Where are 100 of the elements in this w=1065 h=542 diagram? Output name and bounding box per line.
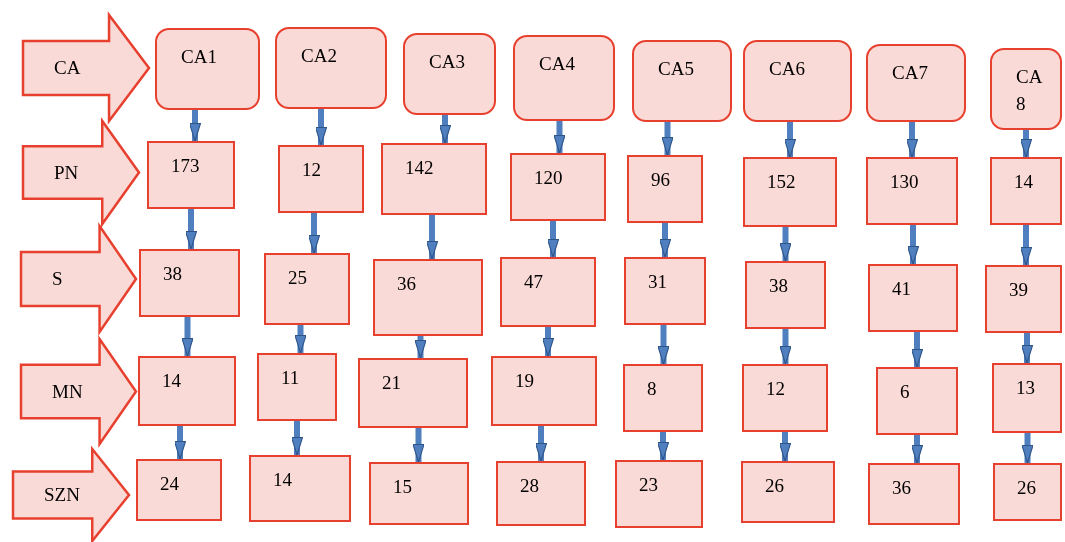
value-label: 173	[171, 154, 200, 178]
category-label: CA 8	[1016, 65, 1043, 116]
down-arrow	[1021, 433, 1034, 464]
value-label: 152	[767, 170, 796, 194]
down-arrow	[1019, 225, 1033, 266]
down-arrow	[778, 432, 792, 462]
value-box	[868, 264, 958, 332]
value-label: 25	[288, 266, 307, 290]
value-label: 96	[651, 168, 670, 192]
down-arrow	[314, 109, 328, 146]
value-label: 23	[639, 473, 658, 497]
down-arrow	[188, 110, 202, 142]
value-label: 36	[892, 476, 911, 500]
down-arrow	[657, 325, 670, 365]
value-box	[278, 145, 364, 213]
down-arrow	[1020, 333, 1034, 364]
value-label: 19	[515, 369, 534, 393]
value-label: 38	[769, 274, 788, 298]
value-label: 14	[162, 369, 181, 393]
value-box	[985, 265, 1062, 333]
value-box	[500, 257, 596, 327]
down-arrow	[425, 215, 439, 260]
down-arrow	[181, 317, 194, 357]
category-label: CA5	[658, 57, 694, 81]
down-arrow	[783, 122, 797, 158]
value-box	[624, 257, 706, 325]
row-label: MN	[52, 380, 83, 403]
block-arrow-shape	[20, 225, 137, 333]
value-box	[369, 462, 469, 525]
down-arrow	[658, 223, 672, 258]
value-label: 8	[647, 377, 657, 401]
value-label: 142	[405, 156, 434, 180]
value-label: 36	[397, 272, 416, 296]
down-arrow	[184, 209, 198, 250]
rounded-box	[155, 28, 260, 110]
category-label: CA4	[539, 52, 575, 76]
down-arrow	[534, 426, 548, 462]
value-box	[990, 157, 1062, 225]
value-label: 38	[163, 262, 182, 286]
value-label: 24	[160, 472, 179, 496]
rounded-box	[632, 40, 732, 122]
value-box	[741, 461, 835, 523]
value-box	[138, 356, 236, 426]
value-label: 28	[520, 474, 539, 498]
down-arrow	[656, 432, 670, 461]
block-arrow-shape	[22, 120, 140, 225]
block-arrow-shape	[12, 448, 130, 542]
value-box	[358, 358, 468, 428]
value-box	[992, 363, 1062, 433]
rounded-box	[990, 48, 1062, 130]
category-label: CA1	[181, 45, 217, 69]
category-label: CA2	[301, 44, 337, 68]
row-label: SZN	[44, 484, 80, 506]
block-arrow-shape	[22, 14, 150, 122]
value-label: 120	[534, 166, 563, 190]
block-arrow-shape	[20, 338, 137, 445]
value-label: 14	[1014, 170, 1033, 194]
value-box	[615, 460, 703, 528]
value-label: 26	[1017, 476, 1036, 500]
row-label: S	[52, 268, 63, 290]
category-label: CA6	[769, 57, 805, 81]
value-box	[510, 153, 606, 221]
value-box	[627, 155, 703, 223]
down-arrow	[412, 428, 425, 463]
rounded-box	[275, 27, 387, 109]
down-arrow	[906, 225, 920, 265]
rounded-box	[743, 40, 852, 122]
value-box	[993, 463, 1062, 521]
value-label: 39	[1009, 278, 1028, 302]
value-box	[623, 364, 703, 432]
value-label: 21	[382, 371, 401, 395]
down-arrow	[661, 122, 674, 156]
value-box	[136, 459, 222, 521]
value-label: 47	[524, 270, 543, 294]
value-label: 11	[281, 366, 300, 390]
value-box	[381, 143, 487, 215]
down-arrow	[438, 115, 452, 144]
value-box	[745, 261, 826, 329]
value-box	[866, 157, 958, 225]
value-box	[249, 455, 351, 522]
down-arrow	[910, 435, 924, 464]
value-box	[491, 356, 597, 426]
value-box	[868, 463, 960, 525]
value-label: 6	[900, 380, 910, 404]
value-label: 13	[1016, 376, 1035, 400]
rounded-box	[866, 44, 966, 122]
down-arrow	[173, 426, 187, 460]
value-label: 26	[765, 474, 784, 498]
value-box	[373, 259, 483, 336]
down-arrow	[910, 332, 924, 368]
value-label: 15	[393, 475, 412, 499]
value-box	[147, 141, 235, 209]
down-arrow	[553, 121, 566, 154]
value-label: 12	[766, 377, 785, 401]
category-label: CA7	[892, 61, 928, 85]
down-arrow	[905, 122, 919, 158]
down-arrow	[546, 221, 560, 258]
value-box	[496, 461, 586, 526]
value-label: 130	[890, 170, 919, 194]
row-label: PN	[54, 161, 79, 184]
